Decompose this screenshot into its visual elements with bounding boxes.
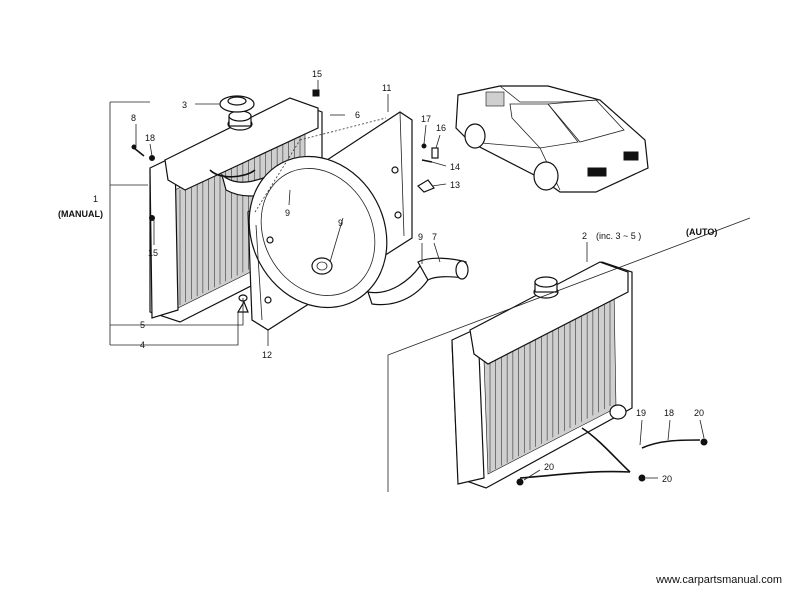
callout-manual: (MANUAL) [58,209,103,219]
bolt-8[interactable] [131,144,145,157]
callout-2: 2 [582,231,587,241]
callout-3: 3 [182,100,187,110]
bolt-15-top[interactable] [312,89,320,97]
callout-15-lower: 15 [148,248,158,258]
callout-8: 8 [131,113,136,123]
callout-20-left: 20 [544,462,554,472]
callout-labels: 1 (MANUAL) 3 4 5 6 7 8 9 9 9 11 12 13 14… [58,69,717,484]
watermark: www.carpartsmanual.com [656,574,782,586]
fan-shroud[interactable] [223,111,413,332]
shroud-hose-clamp[interactable] [311,257,333,275]
callout-18-manual: 18 [145,133,155,143]
clip-20[interactable] [516,438,708,486]
oil-cooler-hose-19[interactable] [519,427,631,479]
leader-lines [109,80,751,492]
lower-radiator-hose[interactable] [367,257,469,306]
callout-9-shroud: 9 [338,218,343,228]
callout-7: 7 [432,232,437,242]
bolt-16[interactable] [431,147,439,159]
bracket-13[interactable] [417,179,435,193]
callout-20-bottom: 20 [662,474,672,484]
callout-12: 12 [262,350,272,360]
nut-15-lower[interactable] [149,215,155,221]
callout-6: 6 [355,110,360,120]
auto-radiator[interactable] [451,261,633,489]
callout-13: 13 [450,180,460,190]
callout-5: 5 [140,320,145,330]
car-illustration [455,85,649,193]
callout-16: 16 [436,123,446,133]
callout-9-lower: 9 [418,232,423,242]
callout-inc: (inc. 3 ~ 5 ) [596,231,641,241]
callout-9-upper: 9 [285,208,290,218]
clamp-17[interactable] [421,143,427,149]
callout-17: 17 [421,114,431,124]
oil-cooler-hose-18[interactable] [641,439,701,449]
callout-1: 1 [93,194,98,204]
callout-14: 14 [450,162,460,172]
callout-auto: (AUTO) [686,227,717,237]
washer-18-left[interactable] [149,155,155,161]
radiator-cap[interactable] [219,95,255,113]
callout-11: 11 [382,83,391,93]
callout-18-auto: 18 [664,408,674,418]
callout-19: 19 [636,408,646,418]
callout-20-right: 20 [694,408,704,418]
clip-14[interactable] [421,159,433,163]
callout-15-top: 15 [312,69,322,79]
callout-4: 4 [140,340,145,350]
